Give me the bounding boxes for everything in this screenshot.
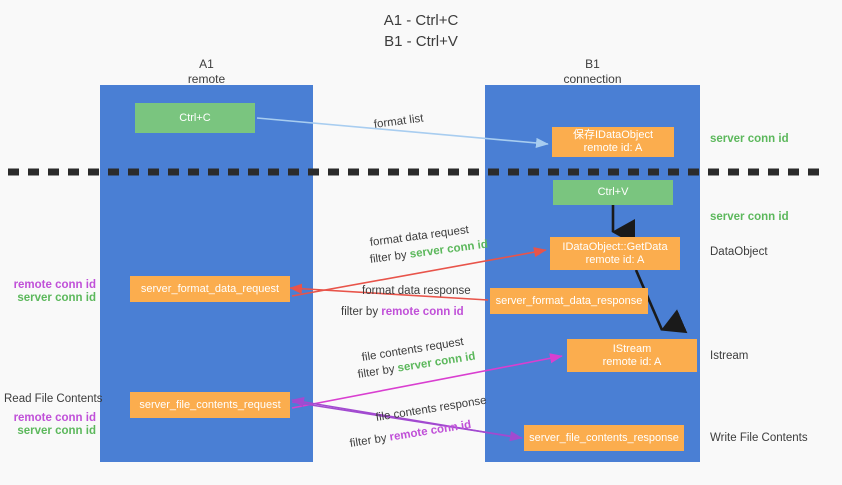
title-line-2: B1 - Ctrl+V [384, 33, 458, 50]
page-title: A1 - Ctrl+C B1 - Ctrl+V [0, 10, 842, 52]
label-read-file-contents: Read File Contents [4, 393, 103, 405]
box-idataobject-getdata-line1: IDataObject::GetData [562, 240, 668, 253]
box-server-format-data-response-label: server_format_data_response [495, 294, 643, 307]
label-format-data-response-filter-prefix: filter by [341, 306, 382, 318]
box-ctrl-c[interactable]: Ctrl+C [135, 103, 255, 133]
label-format-data-request-filter-prefix: filter by [369, 248, 411, 266]
label-server-conn-id-1: server conn id [17, 292, 96, 304]
label-format-data-response-filter-value: remote conn id [381, 306, 464, 318]
column-b1-sub: connection [563, 72, 622, 86]
box-server-file-contents-request[interactable]: server_file_contents_request [130, 392, 290, 418]
column-a1-name: A1 [199, 57, 214, 71]
label-file-contents-response: file contents response [374, 394, 488, 424]
label-write-file-contents: Write File Contents [710, 432, 808, 444]
box-idataobject-getdata[interactable]: IDataObject::GetData remote id: A [550, 237, 680, 270]
box-istream-line2: remote id: A [602, 355, 662, 368]
box-server-format-data-request-label: server_format_data_request [140, 282, 280, 295]
box-istream-line1: IStream [612, 342, 652, 355]
column-header-a1: A1 remote [100, 57, 313, 87]
box-server-file-contents-response[interactable]: server_file_contents_response [524, 425, 684, 451]
box-ctrl-c-label: Ctrl+C [179, 111, 211, 124]
box-save-idataobject-line2: remote id: A [583, 142, 643, 154]
box-ctrl-v[interactable]: Ctrl+V [553, 180, 673, 205]
box-save-idataobject[interactable]: 保存IDataObject remote id: A [552, 127, 674, 157]
box-server-file-contents-response-label: server_file_contents_response [529, 431, 679, 444]
box-idataobject-getdata-line2: remote id: A [585, 253, 645, 266]
box-save-idataobject-line1: 保存IDataObject [572, 129, 654, 141]
box-server-format-data-request[interactable]: server_format_data_request [130, 276, 290, 302]
label-format-data-response-filter: filter by remote conn id [341, 305, 464, 320]
label-format-data-response: format data response [362, 285, 471, 297]
label-server-conn-id-2: server conn id [17, 425, 96, 437]
title-line-1: A1 - Ctrl+C [383, 12, 459, 29]
label-server-conn-id-top: server conn id [710, 133, 789, 145]
box-istream[interactable]: IStream remote id: A [567, 339, 697, 372]
label-file-contents-response-filter: filter by remote conn id [349, 418, 473, 452]
column-a1-sub: remote [187, 72, 226, 86]
label-file-contents-response-filter-prefix: filter by [348, 431, 391, 450]
label-istream: Istream [710, 350, 749, 362]
label-file-contents-response-filter-value: remote conn id [388, 418, 473, 444]
label-remote-conn-id-2: remote conn id [13, 412, 96, 424]
column-header-b1: B1 connection [485, 57, 700, 87]
label-dataobject: DataObject [710, 246, 768, 258]
label-remote-conn-id-1: remote conn id [13, 279, 96, 291]
column-b1-name: B1 [585, 57, 600, 71]
box-server-file-contents-request-label: server_file_contents_request [139, 398, 281, 411]
label-server-conn-id-mid: server conn id [710, 211, 789, 223]
label-format-list: format list [373, 112, 425, 131]
box-server-format-data-response[interactable]: server_format_data_response [490, 288, 648, 314]
box-ctrl-v-label: Ctrl+V [597, 186, 629, 198]
